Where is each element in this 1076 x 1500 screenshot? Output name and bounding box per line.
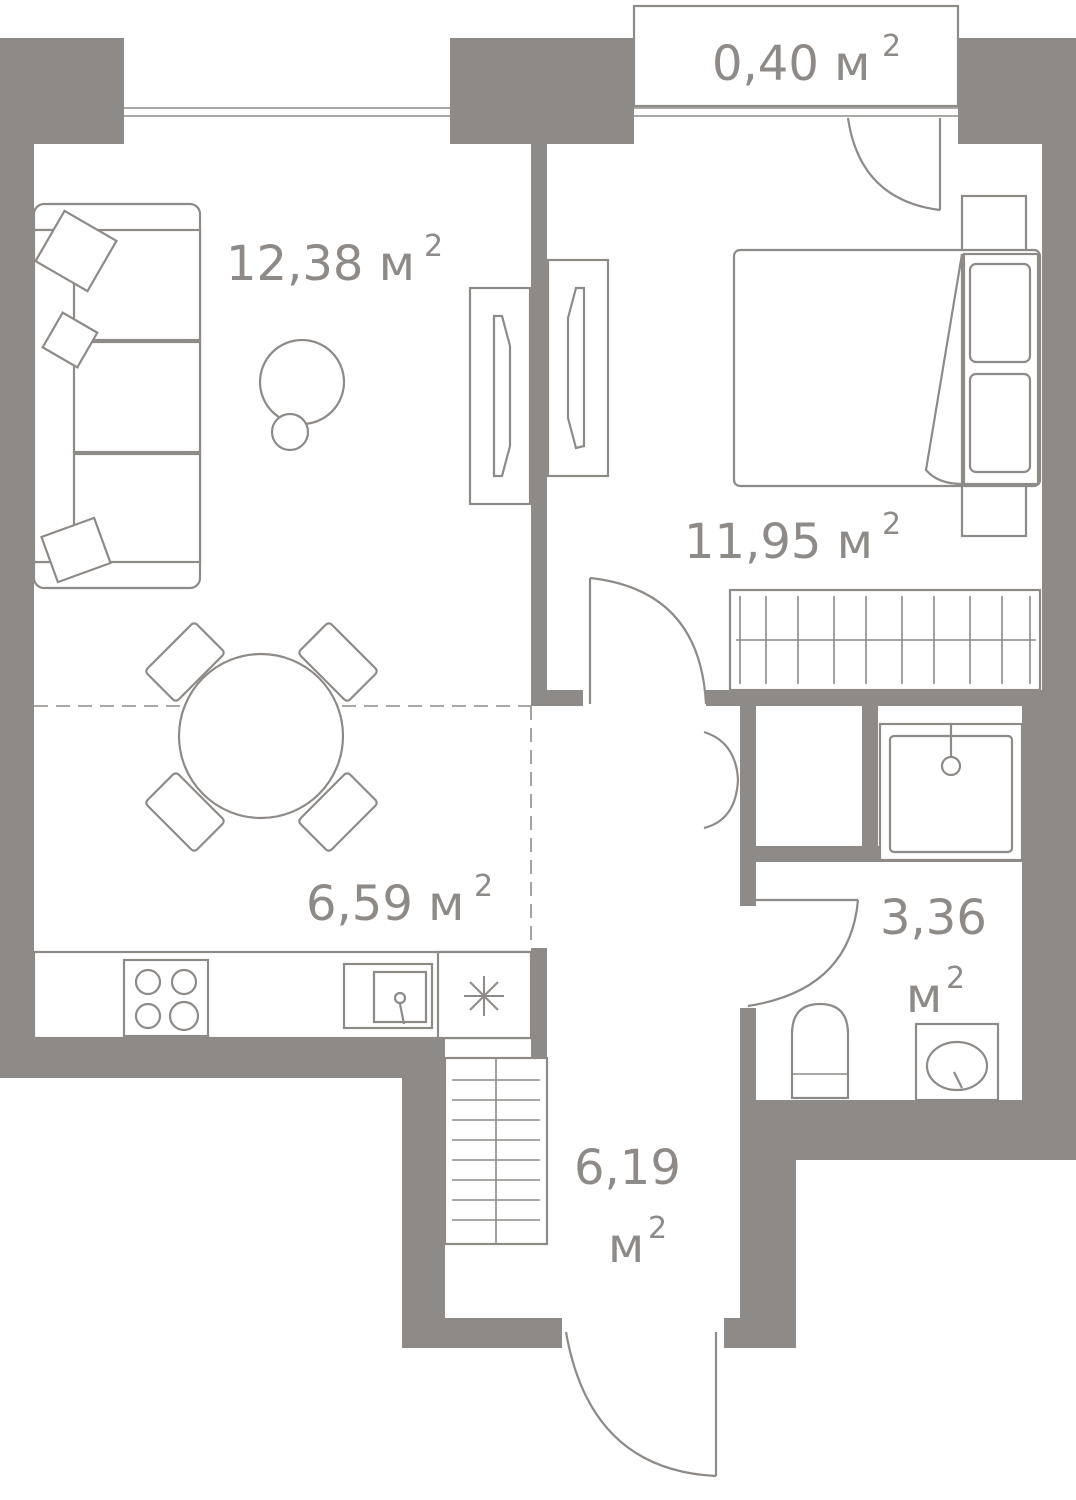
svg-text:2: 2 (648, 1211, 667, 1246)
balcony (632, 4, 960, 108)
svg-text:2: 2 (946, 961, 965, 996)
shower-icon (878, 722, 1024, 862)
svg-text:0,40 м: 0,40 м (712, 36, 870, 92)
bathroom-area-label: 3,36 м 2 (880, 890, 987, 1024)
bedroom-area-label: 11,95 м 2 (684, 507, 901, 570)
outer-walls (0, 38, 1076, 1348)
dining-table-icon (145, 622, 378, 852)
entrance-door[interactable] (564, 1331, 718, 1478)
bedroom-door[interactable] (588, 576, 708, 705)
stove-icon (122, 958, 210, 1038)
washbasin-icon (914, 1022, 1000, 1102)
svg-text:3,36: 3,36 (880, 890, 987, 946)
svg-text:12,38 м: 12,38 м (226, 236, 415, 292)
balcony-door[interactable] (846, 117, 942, 212)
svg-text:2: 2 (882, 29, 901, 64)
bathroom-door[interactable] (747, 898, 860, 1008)
coffee-table-icon (258, 338, 346, 452)
fridge-icon (436, 950, 533, 1040)
tv-icon (468, 258, 610, 506)
chair-icon (145, 772, 225, 852)
svg-text:11,95 м: 11,95 м (684, 514, 873, 570)
svg-text:м: м (906, 968, 942, 1024)
svg-text:м: м (608, 1218, 644, 1274)
chair-icon (298, 622, 378, 702)
balcony-area-label: 0,40 м 2 (712, 29, 901, 92)
kitchen-area-label: 6,59 м 2 (306, 869, 493, 932)
chair-icon (298, 772, 378, 852)
wardrobe-icon (443, 1056, 549, 1246)
svg-text:2: 2 (474, 869, 493, 904)
hall-area-label: 6,19 м 2 (574, 1140, 681, 1274)
svg-text:2: 2 (424, 229, 443, 264)
svg-text:2: 2 (882, 507, 901, 542)
svg-text:6,59 м: 6,59 м (306, 876, 464, 932)
closet-door[interactable] (703, 730, 740, 830)
chair-icon (145, 622, 225, 702)
wardrobe-icon (728, 588, 1042, 692)
toilet-icon (790, 1002, 850, 1100)
windows (124, 107, 958, 117)
svg-text:6,19: 6,19 (574, 1140, 681, 1196)
sofa-icon (32, 202, 202, 590)
sink-icon (342, 962, 434, 1030)
living-area-label: 12,38 м 2 (226, 229, 443, 292)
bed-icon (732, 194, 1042, 538)
